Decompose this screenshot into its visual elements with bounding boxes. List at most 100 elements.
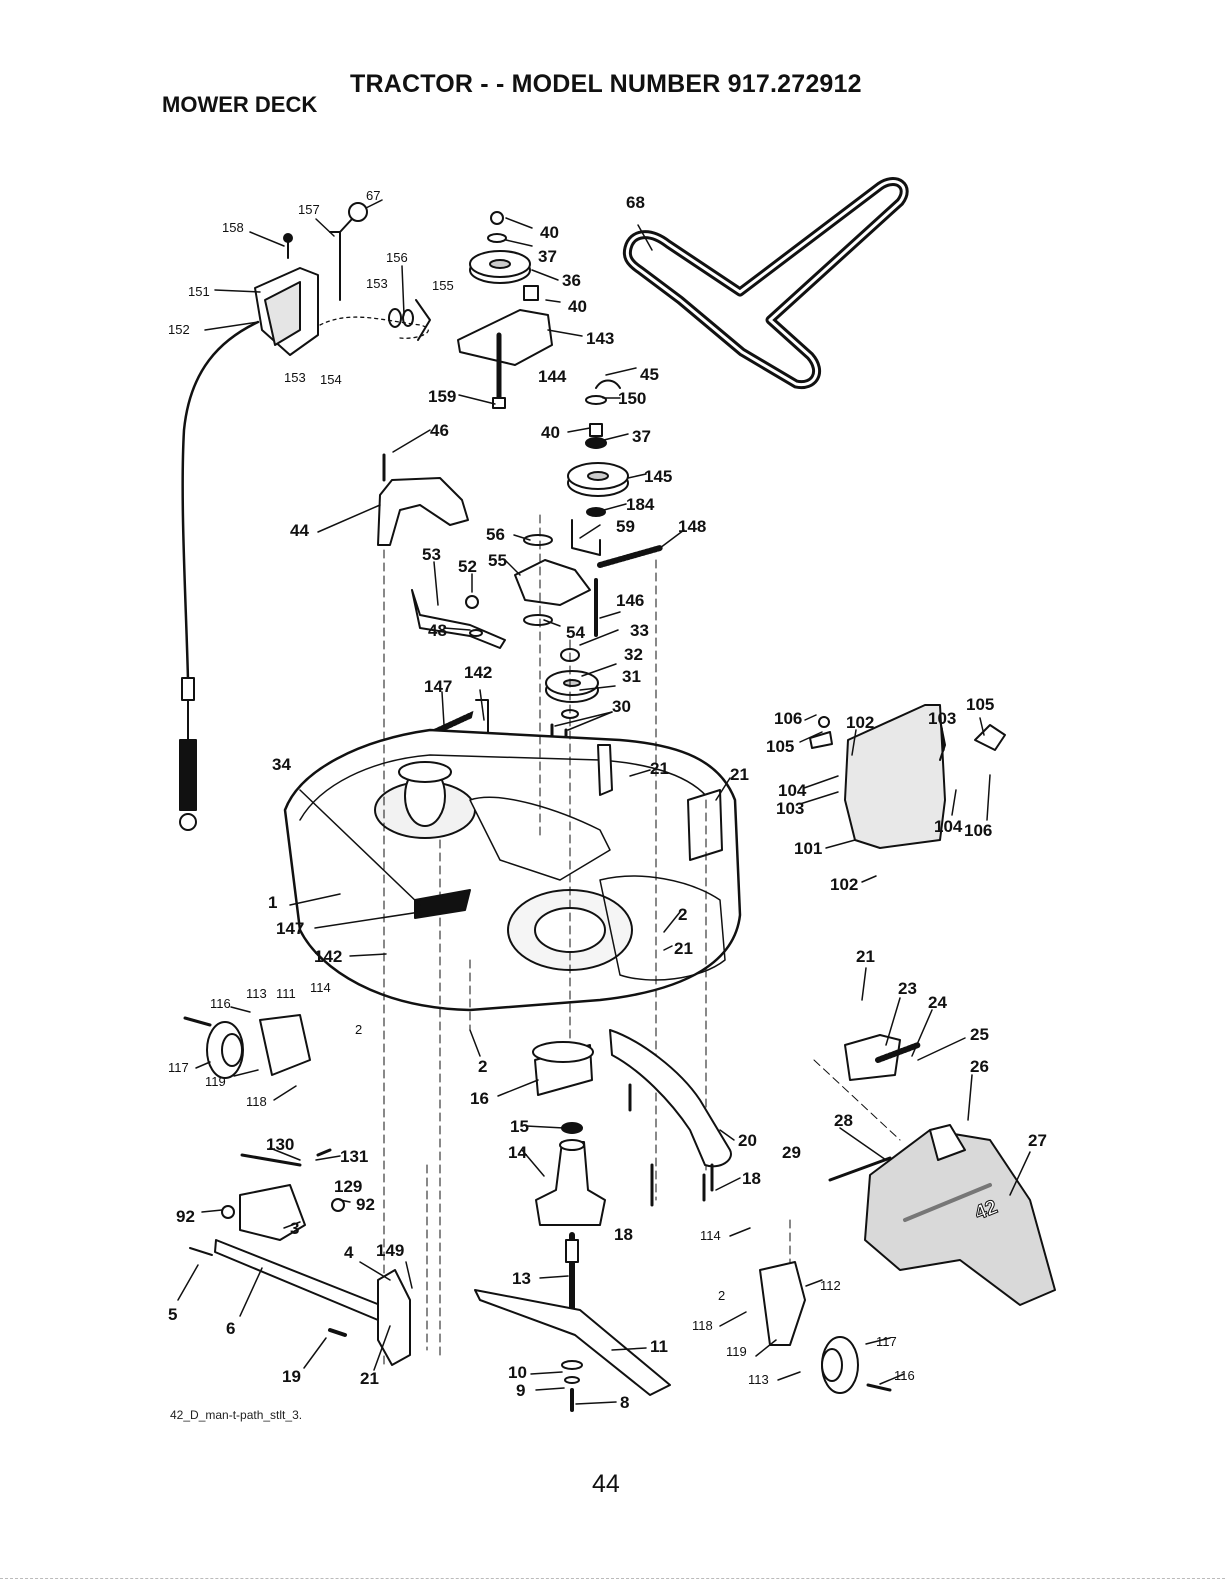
callout-label: 67	[366, 188, 380, 203]
callout-label: 27	[1028, 1131, 1047, 1150]
callout-label: 105	[966, 695, 994, 714]
callout-label: 37	[538, 247, 557, 266]
gauge-wheel-left	[183, 1014, 311, 1079]
callout-label: 105	[766, 737, 794, 756]
callout-label: 92	[176, 1207, 195, 1226]
callout-label: 150	[618, 389, 646, 408]
callout-label: 4	[344, 1243, 354, 1262]
callout-label: 117	[168, 1060, 189, 1075]
gauge-wheel-right	[759, 1261, 892, 1394]
callout-label: 40	[568, 297, 587, 316]
blade-spindle-assembly	[474, 1041, 671, 1412]
discharge-deflector	[809, 704, 1006, 849]
callout-label: 44	[290, 521, 309, 540]
page-number: 44	[592, 1470, 620, 1498]
callout-leaders	[177, 199, 1031, 1405]
callout-label: 146	[616, 591, 644, 610]
callout-label: 21	[730, 765, 749, 784]
callout-label: 158	[222, 220, 244, 235]
callout-label: 21	[856, 947, 875, 966]
callout-label: 118	[246, 1094, 267, 1109]
drive-pulley	[545, 648, 599, 772]
callout-label: 9	[516, 1381, 525, 1400]
baffle-assembly	[609, 1029, 732, 1207]
callout-label: 14	[508, 1143, 527, 1162]
callout-label: 92	[356, 1195, 375, 1214]
callout-label: 116	[894, 1368, 915, 1383]
belt-guard	[377, 453, 469, 546]
callout-label: 2	[355, 1022, 362, 1037]
callout-label: 142	[464, 663, 492, 682]
callout-label: 153	[284, 370, 306, 385]
callout-label: 151	[188, 284, 210, 299]
callout-label: 184	[626, 495, 655, 514]
callout-label: 114	[700, 1228, 721, 1243]
callout-label: 33	[630, 621, 649, 640]
callout-label: 11	[650, 1337, 668, 1356]
callout-label: 147	[424, 677, 452, 696]
callout-label: 6	[226, 1319, 235, 1338]
callout-label: 32	[624, 645, 643, 664]
callout-label: 111	[276, 986, 296, 1001]
callout-label: 10	[508, 1363, 527, 1382]
callout-label: 2	[718, 1288, 725, 1303]
callout-label: 53	[422, 545, 441, 564]
idler-pulley-lower	[567, 379, 629, 517]
callout-label: 102	[846, 713, 874, 732]
callout-label: 148	[678, 517, 706, 536]
callout-label: 2	[678, 905, 687, 924]
callout-label: 46	[430, 421, 449, 440]
callout-label: 54	[566, 623, 585, 642]
callout-label: 25	[970, 1025, 989, 1044]
callout-label: 104	[934, 817, 963, 836]
callout-label: 116	[210, 996, 231, 1011]
callout-label: 68	[626, 193, 645, 212]
callout-label: 13	[512, 1269, 531, 1288]
drive-belt	[622, 177, 909, 390]
callout-label: 30	[612, 697, 631, 716]
callout-label: 19	[282, 1367, 301, 1386]
callout-label: 23	[898, 979, 917, 998]
callout-label: 29	[782, 1143, 801, 1162]
page-title: TRACTOR - - MODEL NUMBER 917.272912	[350, 70, 862, 98]
callout-label: 152	[168, 322, 190, 337]
callout-label: 117	[876, 1334, 897, 1349]
callout-label: 145	[644, 467, 672, 486]
callout-label: 118	[692, 1318, 713, 1333]
callout-label: 156	[386, 250, 408, 265]
callout-label: 103	[776, 799, 804, 818]
callout-label: 157	[298, 202, 320, 217]
callout-label: 112	[820, 1278, 841, 1293]
callout-label: 101	[794, 839, 822, 858]
callout-label: 119	[726, 1344, 747, 1359]
callout-label: 40	[541, 423, 560, 442]
callout-label: 103	[928, 709, 956, 728]
assembly-centerlines	[383, 514, 901, 1366]
callout-label: 36	[562, 271, 581, 290]
callout-label: 24	[928, 993, 947, 1012]
callout-label: 3	[290, 1219, 299, 1238]
callout-label: 21	[674, 939, 693, 958]
deck-hanger-assembly	[189, 1148, 411, 1366]
drawing-reference: 42_D_man-t-path_stlt_3.	[170, 1408, 303, 1422]
callout-label: 55	[488, 551, 507, 570]
callout-label: 48	[428, 621, 447, 640]
callout-label: 2	[478, 1057, 487, 1076]
callout-label: 28	[834, 1111, 853, 1130]
callout-label: 18	[614, 1225, 633, 1244]
idler-pulley-top	[457, 211, 553, 409]
callout-label: 113	[748, 1372, 769, 1387]
callout-label: 15	[510, 1117, 529, 1136]
callout-label: 21	[650, 759, 669, 778]
mower-deck-housing	[283, 728, 742, 1012]
callout-label: 113	[246, 986, 267, 1001]
callout-label: 106	[774, 709, 802, 728]
callout-label: 144	[538, 367, 567, 386]
callout-label: 20	[738, 1131, 757, 1150]
callout-label: 154	[320, 372, 342, 387]
callout-label: 129	[334, 1177, 362, 1196]
callout-label: 45	[640, 365, 659, 384]
callout-label: 1	[268, 893, 277, 912]
callout-label: 102	[830, 875, 858, 894]
